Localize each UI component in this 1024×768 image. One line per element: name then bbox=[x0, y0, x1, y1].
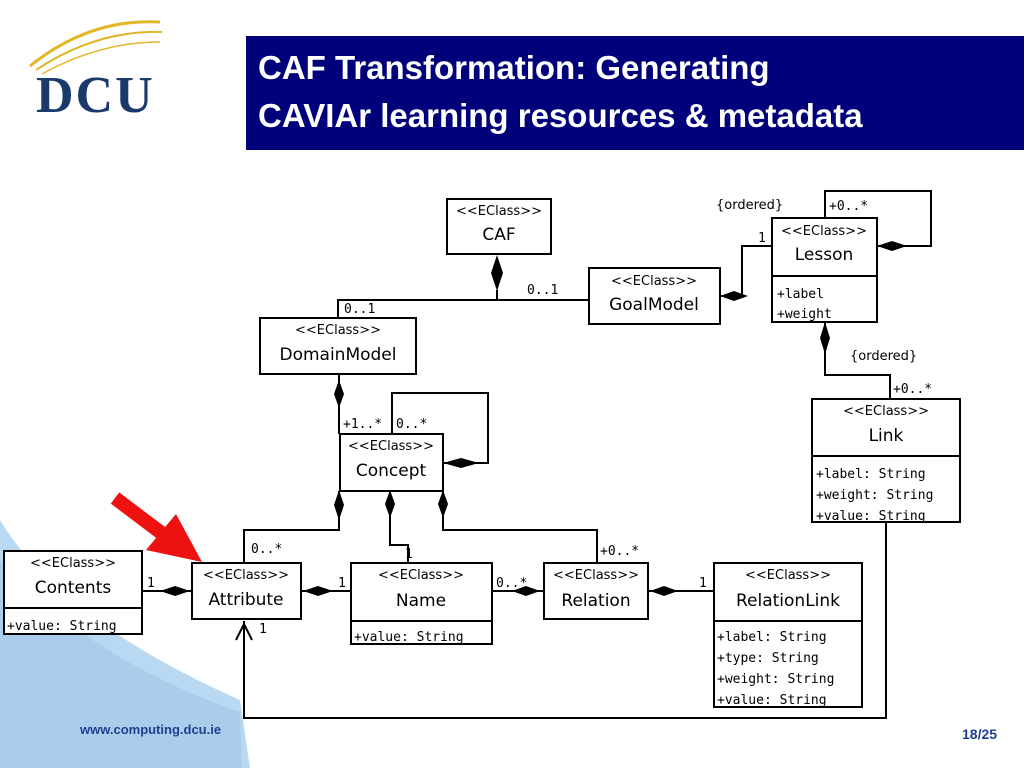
label-lesson-ordered: {ordered} bbox=[716, 198, 783, 213]
class-name-stereotype: <<EClass>> bbox=[378, 568, 464, 583]
relationlink-attr-1: +label: String bbox=[717, 630, 827, 645]
class-attribute-stereotype: <<EClass>> bbox=[203, 568, 289, 583]
class-concept-stereotype: <<EClass>> bbox=[348, 439, 434, 454]
link-attr-2: +weight: String bbox=[816, 488, 933, 503]
mult-attribute: 0..* bbox=[251, 542, 282, 557]
title-line-1: CAF Transformation: Generating bbox=[258, 49, 770, 86]
class-contents-stereotype: <<EClass>> bbox=[30, 556, 116, 571]
class-goalmodel-stereotype: <<EClass>> bbox=[611, 274, 697, 289]
title-banner: CAF Transformation: Generating CAVIAr le… bbox=[246, 36, 1024, 150]
dcu-logo: DCU bbox=[10, 8, 170, 122]
class-link-stereotype: <<EClass>> bbox=[843, 404, 929, 419]
mult-concept-self: 0..* bbox=[396, 417, 427, 432]
class-boxes bbox=[3, 198, 961, 708]
link-attr-1: +label: String bbox=[816, 467, 926, 482]
mult-relation: +0..* bbox=[600, 544, 639, 559]
mult-name-relation: 0..* bbox=[496, 576, 527, 591]
mult-goal-lesson: 1 bbox=[758, 231, 766, 246]
open-arrow-head-icon bbox=[235, 621, 253, 641]
class-lesson-name: Lesson bbox=[795, 245, 854, 265]
footer-url-link[interactable]: www.computing.dcu.ie bbox=[80, 722, 222, 737]
class-caf-name: CAF bbox=[482, 225, 515, 245]
mult-contents: 1 bbox=[147, 576, 155, 591]
class-relation-name: Relation bbox=[561, 591, 630, 611]
mult-attr-name: 1 bbox=[338, 576, 346, 591]
lesson-attr-2: +weight bbox=[777, 307, 832, 322]
class-link-name: Link bbox=[869, 426, 904, 446]
label-link-ordered: {ordered} bbox=[850, 349, 917, 364]
lesson-attr-1: +label bbox=[777, 287, 824, 302]
mult-attribute-link: 1 bbox=[259, 622, 267, 637]
mult-concept: +1..* bbox=[343, 417, 382, 432]
class-contents-name: Contents bbox=[35, 578, 112, 598]
class-domainmodel-stereotype: <<EClass>> bbox=[295, 323, 381, 338]
name-attr-1: +value: String bbox=[354, 630, 464, 645]
class-lesson-stereotype: <<EClass>> bbox=[781, 224, 867, 239]
composition-diamonds bbox=[160, 241, 907, 596]
relationlink-attr-4: +value: String bbox=[717, 693, 827, 708]
mult-caf-domain: 0..1 bbox=[344, 302, 375, 317]
class-relationlink-name: RelationLink bbox=[736, 591, 840, 611]
class-domainmodel-name: DomainModel bbox=[279, 345, 396, 365]
mult-caf-goal: 0..1 bbox=[527, 283, 558, 298]
class-relationlink-stereotype: <<EClass>> bbox=[745, 568, 831, 583]
mult-link: +0..* bbox=[893, 382, 932, 397]
logo-text: DCU bbox=[36, 67, 155, 124]
mult-relationlink: 1 bbox=[699, 576, 707, 591]
page-number: 18/25 bbox=[962, 726, 998, 742]
mult-name: 1 bbox=[405, 547, 413, 562]
logo-swoosh-icon bbox=[29, 20, 163, 75]
link-attr-3: +value: String bbox=[816, 509, 926, 524]
relationlink-attr-2: +type: String bbox=[717, 651, 819, 666]
mult-lesson-self: +0..* bbox=[829, 199, 868, 214]
class-caf-stereotype: <<EClass>> bbox=[456, 204, 542, 219]
relationlink-attr-3: +weight: String bbox=[717, 672, 834, 687]
class-name-name: Name bbox=[396, 591, 446, 611]
contents-attr-1: +value: String bbox=[7, 619, 117, 634]
class-goalmodel-name: GoalModel bbox=[609, 295, 699, 315]
title-line-2: CAVIAr learning resources & metadata bbox=[258, 97, 863, 134]
class-attribute-name: Attribute bbox=[208, 590, 283, 610]
red-pointer-arrow-icon bbox=[110, 492, 202, 562]
class-relation-stereotype: <<EClass>> bbox=[553, 568, 639, 583]
class-concept-name: Concept bbox=[356, 461, 427, 481]
